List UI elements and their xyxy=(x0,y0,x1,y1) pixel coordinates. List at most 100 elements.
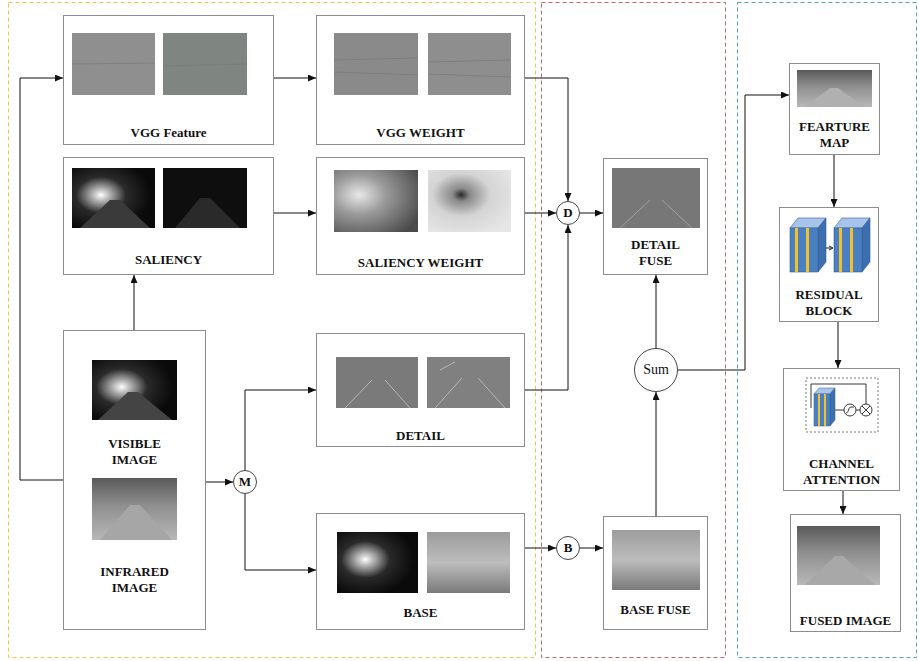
visible-thumb xyxy=(92,360,177,420)
box-label: FEARTURE MAP xyxy=(795,119,875,151)
block-stripe xyxy=(839,228,842,272)
arrow-connector xyxy=(245,494,316,570)
texture-lines xyxy=(72,58,511,77)
box-label: VGG WEIGHT xyxy=(320,125,521,141)
operator-label: B xyxy=(556,536,580,560)
arrow-connector xyxy=(134,275,135,330)
process-box: FEARTURE MAP xyxy=(789,63,880,155)
box-label: VISIBLE IMAGE xyxy=(87,436,183,468)
process-box: DETAIL xyxy=(316,333,525,447)
block-side xyxy=(862,218,870,272)
arrow-connector xyxy=(525,225,568,390)
network-region xyxy=(738,3,917,658)
arrow-connector xyxy=(580,213,603,214)
process-box: SALIENCY xyxy=(63,157,274,275)
block-front xyxy=(834,228,862,272)
block-stripe xyxy=(824,394,826,426)
circle-shape xyxy=(635,349,678,392)
operator-circle: M xyxy=(233,470,257,494)
block-stripe xyxy=(795,228,798,272)
arrow-connector xyxy=(206,482,233,483)
arrow-connector xyxy=(525,548,556,549)
process-box: DETAIL FUSE xyxy=(603,158,708,275)
fusion-region xyxy=(542,3,726,658)
edge-lines xyxy=(345,362,505,408)
operator-circle: D xyxy=(556,201,580,225)
process-box: CHANNEL ATTENTION xyxy=(783,368,900,491)
arrow-connector xyxy=(525,213,556,214)
arrow-connector xyxy=(843,491,844,514)
road xyxy=(805,556,875,585)
block-front xyxy=(790,228,818,272)
road xyxy=(80,200,150,228)
arrow-connector xyxy=(580,548,603,549)
block-stripe xyxy=(850,228,853,272)
infrared-thumb xyxy=(92,478,177,540)
block-arrow xyxy=(826,246,833,250)
saliency-thumb xyxy=(72,168,155,228)
residual-block-icon xyxy=(790,218,870,272)
skip-line xyxy=(811,384,866,408)
box-label: SALIENCY xyxy=(67,252,270,268)
arrow-connector xyxy=(656,275,657,348)
operator-label: D xyxy=(556,201,580,225)
arrow-connector xyxy=(20,78,63,480)
process-box: RESIDUAL BLOCK xyxy=(779,207,879,322)
process-box: BASE xyxy=(316,513,525,630)
process-box: FUSED IMAGE xyxy=(790,514,901,632)
circle-shape xyxy=(557,202,580,225)
arrow-connector xyxy=(838,322,839,368)
block-stripe xyxy=(818,394,820,426)
decomposition-region xyxy=(9,3,536,658)
arrow-connector xyxy=(274,213,316,214)
box-label: VGG Feature xyxy=(67,125,270,141)
block-side xyxy=(818,218,826,272)
block-front xyxy=(814,394,830,426)
process-box: SALIENCY WEIGHT xyxy=(316,157,525,275)
saliency-weight-thumb xyxy=(428,170,511,232)
process-box: VISIBLE IMAGE INFRARED IMAGE xyxy=(63,330,206,630)
circle-shape xyxy=(234,471,257,494)
arrow-connector xyxy=(656,392,657,516)
block-side xyxy=(830,388,835,426)
channel-attention-icon xyxy=(806,378,878,432)
road xyxy=(98,392,172,420)
attention-frame xyxy=(806,378,878,432)
region-frames xyxy=(9,3,917,658)
process-box: VGG Feature xyxy=(63,15,274,145)
sigmoid-circle xyxy=(844,404,856,416)
arrow-connector xyxy=(245,390,316,470)
detail-fuse-thumb xyxy=(612,168,700,228)
arrow-connector xyxy=(834,155,835,207)
box-label: FUSED IMAGE xyxy=(794,613,897,629)
arrow-connector xyxy=(525,78,568,201)
box-label: BASE FUSE xyxy=(607,602,704,618)
thumbnails xyxy=(72,33,880,593)
vgg-weight-thumb xyxy=(428,33,511,95)
operator-circle: Sum xyxy=(634,348,678,392)
box-label: RESIDUAL BLOCK xyxy=(784,287,874,319)
multiply-cross xyxy=(862,406,870,414)
box-label: INFRARED IMAGE xyxy=(87,564,183,596)
base-thumb xyxy=(427,532,510,593)
base-fuse-thumb xyxy=(612,530,700,590)
operator-label: M xyxy=(233,470,257,494)
saliency-thumb xyxy=(163,168,247,228)
road xyxy=(100,505,172,540)
saliency-weight-thumb xyxy=(334,170,418,232)
road xyxy=(805,88,865,107)
base-thumb xyxy=(337,532,418,593)
box-label: SALIENCY WEIGHT xyxy=(320,255,521,271)
box-label: DETAIL xyxy=(320,428,521,444)
feature-map-thumb xyxy=(797,70,872,107)
operator-label: Sum xyxy=(634,348,678,392)
box-label: CHANNEL ATTENTION xyxy=(789,456,894,488)
process-box: VGG WEIGHT xyxy=(316,15,525,145)
block-stripe xyxy=(806,228,809,272)
fused-thumb xyxy=(797,526,880,585)
operator-circle: B xyxy=(556,536,580,560)
vgg-weight-thumb xyxy=(334,33,418,95)
box-label: DETAIL FUSE xyxy=(621,237,691,269)
circle-shape xyxy=(557,537,580,560)
